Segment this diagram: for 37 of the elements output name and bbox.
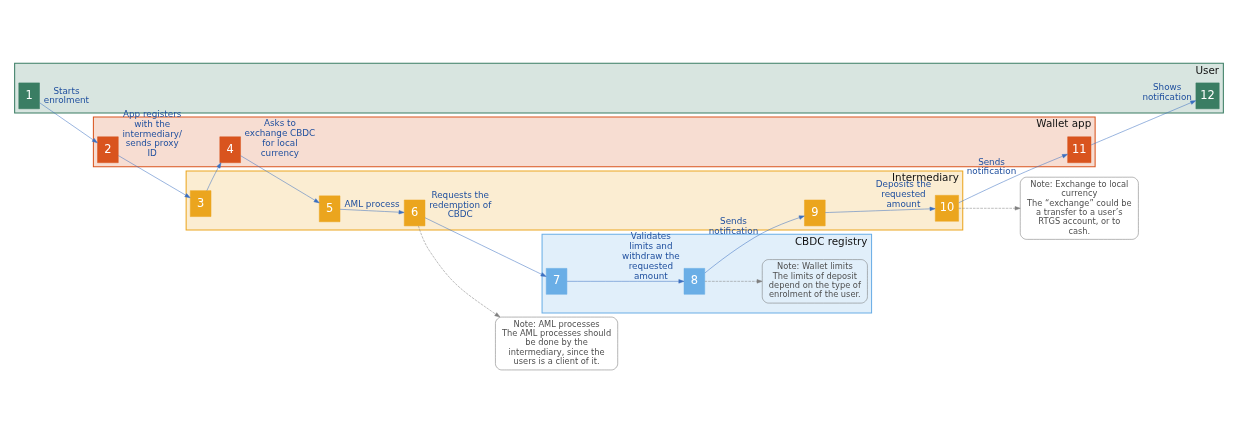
node-box: 4 (219, 136, 241, 163)
edge-label: Sends notification (708, 215, 759, 236)
node-box: 7 (545, 267, 568, 295)
edge-label: Starts enrolment (43, 85, 90, 105)
node-box: 6 (404, 199, 426, 226)
arrow (39, 102, 98, 143)
arrow (566, 278, 685, 283)
node-box: 3 (190, 189, 212, 217)
arrow (424, 217, 547, 277)
edge-label: Sends notification (966, 156, 1017, 176)
arrow (958, 153, 1068, 203)
node-box: Note: AML processes The AML processes should be done by the intermediary, since the users is a client of it. (495, 316, 618, 370)
arrow (118, 154, 191, 198)
node-box: 8 (683, 267, 705, 295)
node-box: Note: Wallet limits The limits of deposit depend on the type of enrolment of the user. (762, 258, 868, 303)
arrow (704, 215, 805, 273)
arrow (1090, 99, 1197, 145)
node-box: Note: Exchange to local currency The “exchange” could be a transfer to a user’s RTGS account, or to cash. (1020, 176, 1139, 240)
edge-label: Asks to exchange CBDC for local currency (244, 117, 316, 158)
arrow (206, 162, 222, 191)
edge-label: Shows notification (1142, 81, 1192, 102)
arrow (339, 208, 405, 214)
edge-label: Validates limits and withdraw the requested amount (622, 230, 680, 281)
arrow (824, 206, 936, 213)
node-box: 9 (804, 199, 826, 226)
node-box: 5 (319, 195, 341, 222)
edge-label: AML process (344, 198, 400, 209)
node-box: 10 (935, 194, 959, 221)
node-box: 12 (1195, 82, 1220, 109)
node-box: 1 (18, 82, 40, 109)
arrow (418, 225, 501, 317)
arrow (704, 278, 763, 283)
node-box: 2 (97, 136, 119, 163)
arrow (240, 154, 320, 203)
arrow (958, 205, 1021, 210)
edge-label: Requests the redemption of CBDC (429, 189, 492, 219)
node-box: 11 (1067, 136, 1092, 163)
